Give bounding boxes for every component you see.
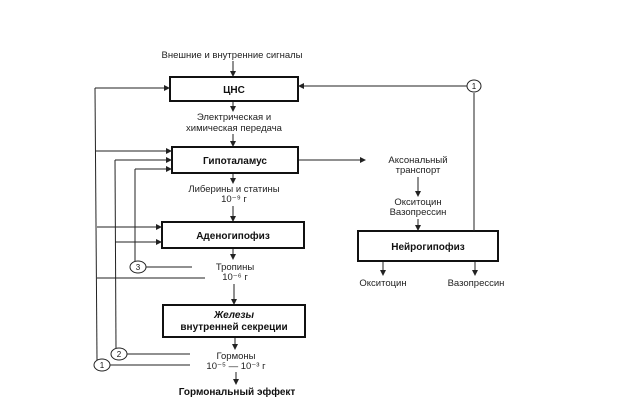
transmission-label-2: химическая передача xyxy=(186,123,283,134)
feedback-loop-1-vertical xyxy=(94,87,98,361)
liberins-label-2: 10⁻⁹ г xyxy=(221,194,247,205)
hypothalamus-label: Гипоталамус xyxy=(203,156,267,167)
vasopressin-output-label: Вазопрессин xyxy=(448,278,505,289)
feedback-loop-1-right-number: 1 xyxy=(472,82,477,91)
liberins-label-1: Либерины и статины xyxy=(188,184,279,195)
oxy-vaso-label-1: Окситоцин xyxy=(394,197,441,208)
glands-label-2: внутренней секреции xyxy=(180,322,287,333)
neurohypophysis-label: Нейрогипофиз xyxy=(391,241,465,253)
tropins-label-1: Тропины xyxy=(216,262,255,273)
axonal-label-1: Аксональный xyxy=(388,155,447,166)
adenohypophysis-box xyxy=(161,221,305,249)
axonal-label-2: транспорт xyxy=(396,165,441,176)
oxytocin-output-label: Окситоцин xyxy=(359,278,406,289)
feedback-loop-1-number: 1 xyxy=(100,361,105,370)
tropins-label-2: 10⁻⁶ г xyxy=(222,272,248,283)
oxy-vaso-label-2: Вазопрессин xyxy=(390,207,447,218)
feedback-loop-2-vertical xyxy=(114,159,117,349)
neurohypophysis-box xyxy=(357,230,499,262)
hypothalamus-box xyxy=(171,146,299,174)
feedback-loop-3-number: 3 xyxy=(136,263,141,272)
input-signals-label: Внешние и внутренние сигналы xyxy=(161,50,302,61)
glands-label-1: Железы xyxy=(213,310,255,321)
endocrine-glands-box xyxy=(162,304,306,338)
hormonal-effect-label: Гормональный эффект xyxy=(179,386,296,398)
cns-box xyxy=(169,76,299,102)
feedback-loop-2-number: 2 xyxy=(117,350,122,359)
cns-label: ЦНС xyxy=(223,85,245,96)
transmission-label-1: Электрическая и xyxy=(197,112,271,123)
hormones-label-1: Гормоны xyxy=(217,351,256,362)
adenohypophysis-label: Аденогипофиз xyxy=(196,230,270,242)
hormones-label-2: 10⁻⁵ — 10⁻³ г xyxy=(206,361,266,372)
